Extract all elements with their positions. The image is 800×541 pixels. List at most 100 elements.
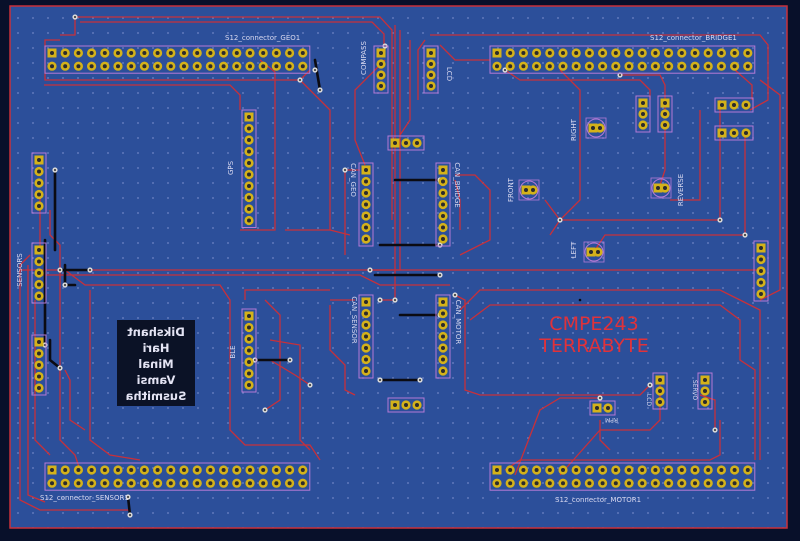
via: [712, 427, 718, 433]
bridge-connector-pad: [677, 48, 687, 58]
led-right-outline: [586, 118, 606, 138]
led-left-courtyard: [583, 241, 605, 263]
jumper-wires: [43, 58, 582, 517]
bridge-connector-pad: [532, 48, 542, 58]
sensor-connector-pad: [219, 478, 229, 488]
resistor-row-1-pad: [717, 100, 727, 110]
label-ble: BLE: [229, 345, 237, 358]
geo-connector-pad: [219, 48, 229, 58]
led-resistor-1-pad: [638, 98, 648, 108]
via: [437, 272, 443, 278]
bridge-connector-pad: [716, 61, 727, 71]
gps-header-pad: [244, 204, 254, 214]
geo-connector-pad: [232, 48, 242, 58]
gps-header-pad: [244, 158, 254, 168]
label-compass: COMPASS: [360, 41, 368, 75]
sensor-header-3-pad: [34, 348, 44, 359]
led-reverse-anode: [653, 183, 663, 193]
motor-connector-pad: [730, 465, 740, 475]
pad-layer: [34, 48, 766, 488]
bridge-connector-pad: [598, 48, 608, 58]
label-sensors: SENSORS: [16, 253, 24, 287]
led-reverse-cathode: [660, 183, 670, 193]
label-can-geo: CAN_GEO: [349, 163, 357, 197]
label-can-motor: CAN_MOTOR: [454, 300, 462, 345]
sensor-connector-pad: [298, 465, 308, 475]
sensor-header-1-pad: [34, 189, 44, 200]
motor-connector-pad: [571, 478, 581, 488]
via: [742, 232, 748, 238]
bridge-connector-pad: [624, 48, 634, 58]
lcd-top-header-pad: [426, 48, 436, 58]
geo-connector-pad: [87, 61, 97, 71]
geo-connector-outline: [44, 45, 311, 74]
can-motor-header-pad: [438, 297, 448, 307]
label-front: FRONT: [507, 177, 515, 202]
motor-connector-pad: [598, 465, 608, 475]
rpm-header-pad: [603, 403, 613, 413]
gps-header-pad: [244, 135, 254, 145]
led-resistor-2-pad: [660, 98, 670, 108]
can-sensor-header-pad: [361, 366, 371, 376]
motor-connector-pad: [598, 478, 608, 488]
bridge-connector-pad: [545, 61, 555, 71]
bridge-connector-pad: [664, 61, 674, 71]
resistor-row-2-outline: [714, 125, 754, 141]
compass-header-pad: [376, 48, 386, 58]
bridge-connector-pad: [571, 48, 581, 58]
lcd-small-header-outline: [652, 372, 668, 410]
led-left-anode: [586, 247, 596, 257]
led-right-cathode: [595, 123, 605, 133]
sensor-connector-pad: [87, 465, 97, 475]
motor-connector-pad: [703, 465, 713, 475]
geo-connector-pad: [73, 48, 83, 58]
bridge-connector-pad: [505, 48, 515, 58]
via: [127, 512, 133, 518]
sensor-connector-pad: [298, 478, 308, 488]
can-bridge-header-outline: [435, 162, 451, 247]
label-lcd-2: LCD: [645, 394, 652, 407]
sensor-connector-pad: [126, 478, 136, 488]
can-geo-header-outline: [358, 162, 374, 247]
geo-connector-pad: [258, 48, 268, 58]
geo-connector-pad: [73, 61, 83, 71]
bridge-connector-pad: [650, 48, 661, 58]
label-reverse: REVERSE: [677, 174, 685, 206]
geo-connector-pad: [258, 61, 268, 71]
motor-connector-pad: [518, 478, 529, 488]
gps-header-pad: [244, 146, 254, 157]
label-rpm: RPM: [605, 416, 618, 423]
motor-connector-pad: [743, 465, 753, 475]
geo-connector-pad: [205, 48, 215, 58]
label-conn-geo: S12_connector_GEO1: [225, 34, 300, 42]
label-conn-bridge: S12_connector_BRIDGE1: [650, 34, 737, 42]
geo-connector-pad: [113, 61, 123, 71]
geo-connector-pad: [219, 61, 229, 71]
sensor-header-2-pad: [34, 279, 44, 290]
via: [72, 14, 78, 20]
can-motor-header-pad: [438, 320, 448, 330]
sensor-header-2-pad: [34, 268, 44, 278]
compass-header-outline: [373, 45, 389, 94]
can-bridge-header-pad: [438, 234, 448, 244]
geo-connector-pad: [192, 48, 202, 58]
motor-connector-pad: [716, 478, 727, 488]
motor-connector-pad: [650, 478, 661, 488]
servo-header-pad: [700, 375, 710, 385]
sensor-header-3-pad: [34, 337, 44, 347]
motor-connector-pad: [677, 478, 687, 488]
right-edge-header-pad: [756, 289, 766, 299]
geo-connector-pad: [298, 48, 308, 58]
via: [57, 365, 63, 371]
via: [87, 267, 93, 273]
team-names: Dikshant Hari Minal Vamsi Susmitha: [117, 320, 195, 406]
motor-connector-pad: [545, 465, 555, 475]
can-motor-header-outline: [435, 294, 451, 379]
gps-header-pad: [244, 192, 254, 203]
bottom-jumper-header-pad: [390, 400, 400, 410]
motor-connector-pad: [571, 465, 581, 475]
compass-header-pad: [376, 81, 386, 91]
team-name-1: Dikshant: [127, 325, 185, 339]
bridge-connector-pad: [703, 61, 713, 71]
